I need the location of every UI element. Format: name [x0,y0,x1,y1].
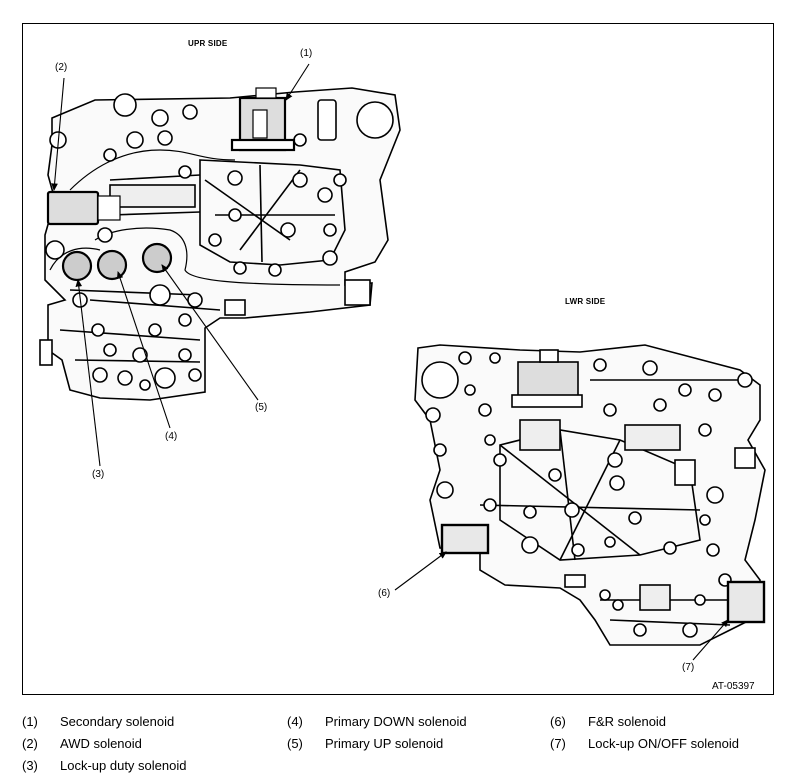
legend-item-3: (3) Lock-up duty solenoid [22,758,186,773]
legend-item-4: (4) Primary DOWN solenoid [287,714,467,729]
primary-up-solenoid [141,242,173,274]
legend-item-7: (7) Lock-up ON/OFF solenoid [550,736,739,751]
legend-num: (4) [287,714,303,729]
legend-num: (6) [550,714,566,729]
lower-valve-body [414,344,766,646]
upper-valve-body [39,87,401,401]
callout-6: (6) [378,588,391,599]
legend-name: Secondary solenoid [60,714,175,729]
legend-num: (7) [550,736,566,751]
legend-name: AWD solenoid [60,736,142,751]
legend-name: Primary UP solenoid [325,736,444,751]
callout-5: (5) [255,402,268,413]
lockup-duty-solenoid [61,250,93,282]
callout-2: (2) [55,62,68,73]
lower-harness [511,349,583,408]
awd-solenoid [46,190,121,226]
primary-down-solenoid [96,249,128,281]
callout-4: (4) [165,431,178,442]
secondary-solenoid [230,87,296,152]
callout-1: (1) [300,48,313,59]
legend: (1) Secondary solenoid (2) AWD solenoid (3… [22,710,782,780]
legend-num: (5) [287,736,303,751]
callout-3: (3) [92,469,105,480]
callout-7: (7) [682,662,695,673]
fr-solenoid [440,523,490,555]
legend-num: (3) [22,758,38,773]
legend-name: F&R solenoid [588,714,667,729]
upr-side-label: UPR SIDE [188,39,228,48]
legend-num: (2) [22,736,38,751]
legend-name: Lock-up ON/OFF solenoid [588,736,740,751]
legend-name: Lock-up duty solenoid [60,758,187,773]
legend-item-2: (2) AWD solenoid [22,736,142,751]
upper-leader-lines [51,63,310,467]
legend-num: (1) [22,714,38,729]
legend-item-6: (6) F&R solenoid [550,714,666,729]
lwr-side-label: LWR SIDE [565,297,606,306]
legend-item-5: (5) Primary UP solenoid [287,736,443,751]
legend-item-1: (1) Secondary solenoid [22,714,174,729]
lower-leader-lines [394,551,729,661]
figure-code: AT-05397 [712,681,755,692]
legend-name: Primary DOWN solenoid [325,714,467,729]
lockup-onoff-solenoid [726,580,766,624]
